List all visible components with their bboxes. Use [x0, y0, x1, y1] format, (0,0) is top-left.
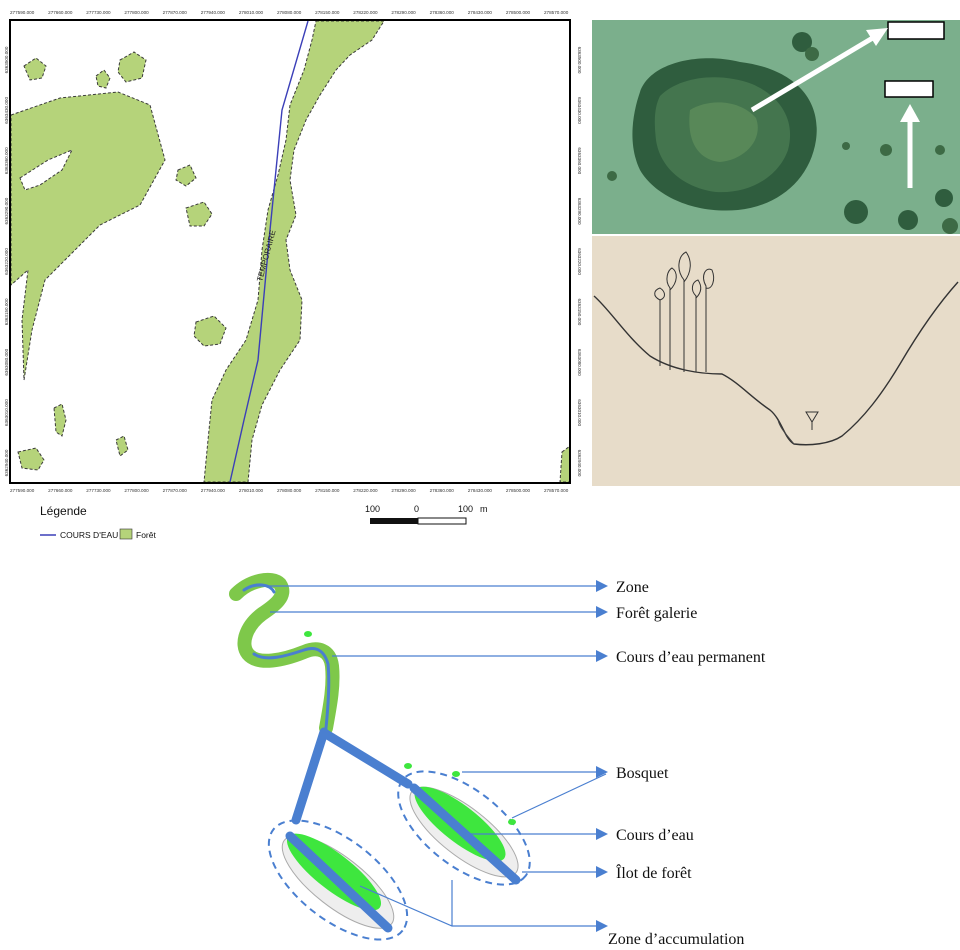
legend-forest-label: Forêt	[136, 530, 156, 540]
valley-sketch	[592, 236, 960, 486]
tick-label: 277800.000	[124, 488, 149, 493]
tick-label: 278290.000	[391, 10, 416, 15]
scale-mid-label: 0	[414, 504, 419, 514]
tick-label: 278570.000	[544, 10, 569, 15]
tick-label: 278010.000	[239, 488, 264, 493]
scale-unit-label: m	[480, 504, 488, 514]
tick-label: 277940.000	[201, 488, 226, 493]
tick-label: 6363290.000	[4, 197, 9, 224]
tick-label: 278430.000	[468, 488, 493, 493]
tick-label: 6363360.000	[577, 147, 582, 174]
forest-patch	[115, 435, 129, 457]
tick-label: 6363360.000	[4, 147, 9, 174]
label-cours-eau: Cours d’eau	[616, 827, 694, 844]
tick-label: 6363500.000	[4, 46, 9, 73]
tick-label: 278430.000	[468, 10, 493, 15]
right-tick-labels: 6363500.000 6363430.000 6363360.000 6363290…	[577, 47, 582, 477]
photo-label-box	[887, 21, 945, 40]
forest-patch	[559, 446, 569, 482]
forest-patch	[17, 447, 45, 471]
scale-bar-left	[370, 518, 418, 524]
white-arrow-head	[900, 104, 920, 122]
tick-label: 278500.000	[506, 488, 531, 493]
tick-label: 277660.000	[48, 10, 73, 15]
tick-label: 277730.000	[86, 488, 111, 493]
tick-label: 6363290.000	[577, 198, 582, 225]
tick-label: 6362940.000	[4, 449, 9, 476]
tick-label: 278220.000	[353, 10, 378, 15]
scale-right-label: 100	[458, 504, 473, 514]
tick-label: 6363150.000	[4, 298, 9, 325]
forest-patch	[193, 315, 227, 347]
scale-bar-right	[417, 517, 467, 525]
forest-clearing	[19, 149, 74, 191]
grove-dot	[452, 771, 460, 777]
tick-label: 278080.000	[277, 488, 302, 493]
label-foret-galerie: Forêt galerie	[616, 605, 697, 622]
photo-label-box	[884, 80, 934, 98]
tick-label: 277660.000	[48, 488, 73, 493]
tick-label: 278220.000	[353, 488, 378, 493]
grove-dot	[508, 819, 516, 825]
tick-label: 6362940.000	[577, 450, 582, 477]
legend-title: Légende	[40, 504, 87, 518]
gallery-forest-polygon	[203, 21, 385, 482]
forest-patch	[185, 201, 213, 227]
tick-label: 6363010.000	[4, 399, 9, 426]
tick-label: 277870.000	[163, 10, 188, 15]
tick-label: 277940.000	[201, 10, 226, 15]
forest-patch	[23, 57, 47, 81]
legend-stream-label: COURS D'EAU	[60, 530, 118, 540]
tick-label: 6363080.000	[4, 348, 9, 375]
tick-label: 278290.000	[391, 488, 416, 493]
forest-patch	[175, 164, 197, 187]
grove-dot	[404, 763, 412, 769]
tick-label: 6363220.000	[577, 248, 582, 275]
tick-label: 278360.000	[430, 10, 455, 15]
bottom-tick-labels: 277590.000 277660.000 277730.000 277800.000…	[10, 488, 569, 493]
legend-forest-swatch	[119, 528, 133, 540]
forest-patch	[95, 69, 111, 89]
top-tick-labels: 277590.000 277660.000 277730.000 277800.000…	[10, 10, 569, 15]
stream-line	[229, 21, 309, 482]
tick-label: 277730.000	[86, 10, 111, 15]
tick-label: 277800.000	[124, 10, 149, 15]
tick-label: 6363080.000	[577, 349, 582, 376]
tick-label: 278570.000	[544, 488, 569, 493]
left-tick-labels: 6363500.000 6363430.000 6363360.000 6363290…	[4, 46, 9, 476]
tick-label: 6363430.000	[577, 97, 582, 124]
forest-patch	[53, 403, 67, 437]
tick-label: 277870.000	[163, 488, 188, 493]
label-ilot: Îlot de forêt	[616, 863, 692, 882]
gallery-forest-band	[229, 572, 340, 735]
tick-label: 6363500.000	[577, 47, 582, 74]
permanent-stream	[242, 583, 276, 594]
tick-label: 278080.000	[277, 10, 302, 15]
label-bosquet: Bosquet	[616, 765, 669, 782]
tick-label: 278150.000	[315, 488, 340, 493]
map-frame	[9, 19, 571, 484]
tick-label: 278010.000	[239, 10, 264, 15]
tick-label: 6363430.000	[4, 97, 9, 124]
label-cours-permanent: Cours d’eau permanent	[616, 649, 766, 666]
scale-left-label: 100	[365, 504, 380, 514]
stream-branch	[291, 727, 413, 825]
tick-label: 277590.000	[10, 488, 35, 493]
tick-label: 277590.000	[10, 10, 35, 15]
tick-label: 6363220.000	[4, 248, 9, 275]
label-zone: Zone	[616, 579, 649, 596]
tick-label: 6363010.000	[577, 399, 582, 426]
tick-label: 278150.000	[315, 10, 340, 15]
tick-label: 278360.000	[430, 488, 455, 493]
grove-dot	[304, 631, 312, 637]
label-accumulation: Zone d’accumulation	[608, 931, 744, 948]
white-arrow-head	[866, 28, 888, 46]
aerial-photo	[592, 20, 960, 234]
forest-patch	[117, 51, 147, 83]
conceptual-diagram: Zone Forêt galerie Cours d’eau permanent…	[229, 572, 766, 948]
tick-label: 278500.000	[506, 10, 531, 15]
tick-label: 6363150.000	[577, 298, 582, 325]
